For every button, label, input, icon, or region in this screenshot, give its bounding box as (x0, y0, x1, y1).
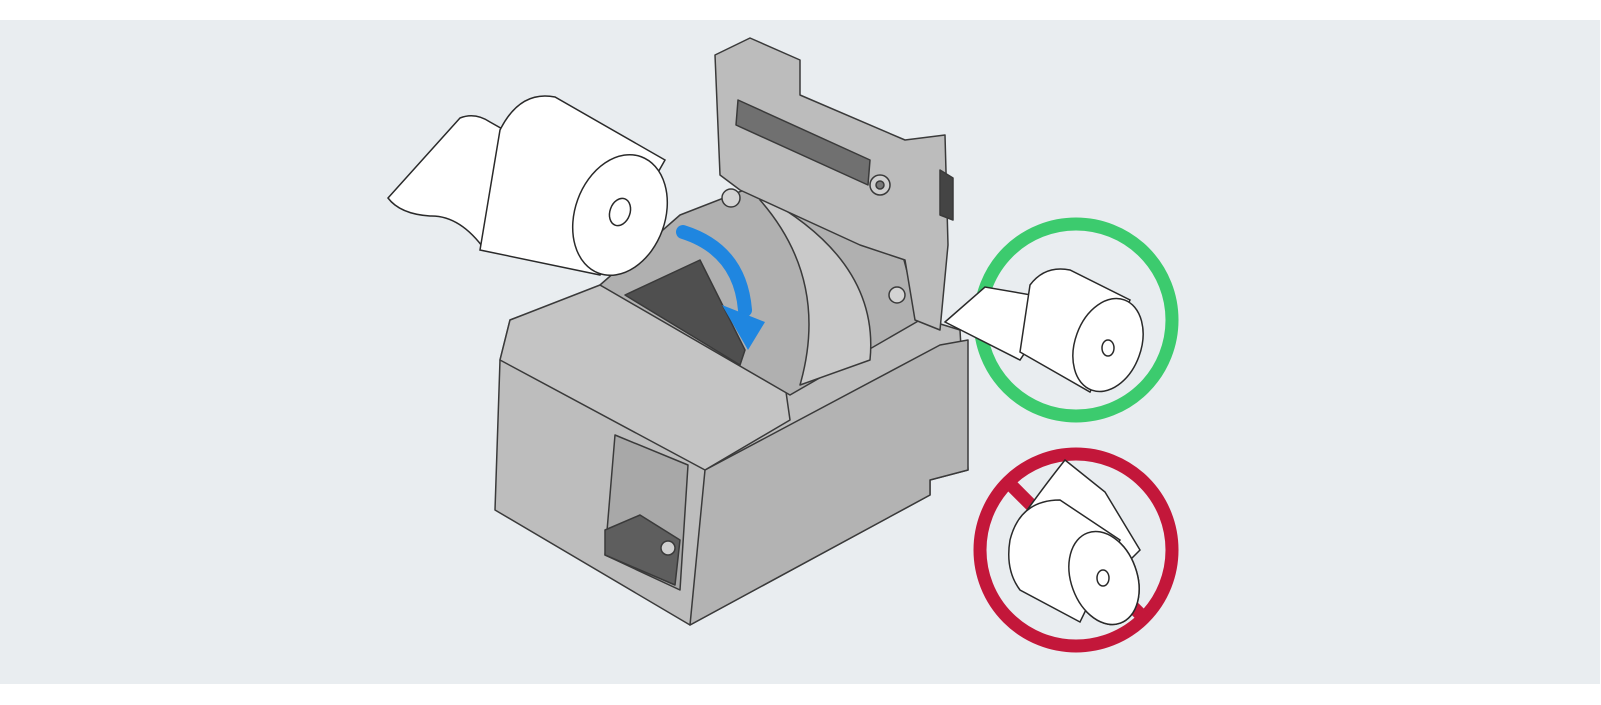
curved-arrow-icon (676, 225, 765, 350)
paper-roll-loading (387, 95, 669, 277)
incorrect-orientation-icon (973, 447, 1179, 653)
correct-orientation-icon (943, 217, 1179, 423)
